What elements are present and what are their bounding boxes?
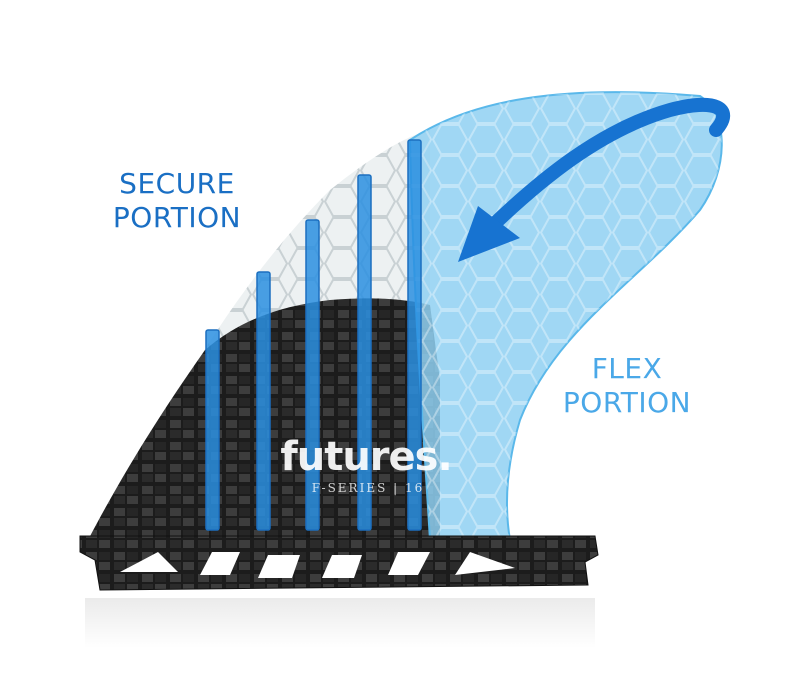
brand-series: F-SERIES | 16 [312,481,425,495]
base-cutout-6 [455,552,515,575]
rod-2 [256,271,271,531]
fin-body [88,91,723,541]
base-cutout-3 [258,555,300,578]
rod-3 [305,219,320,531]
flex-line-2: PORTION [562,386,692,419]
base-cutout-2 [200,552,240,575]
reinforcement-rods [205,139,422,531]
brand-logo: futures. [280,434,451,480]
flex-portion-label: FLEX PORTION [552,352,702,420]
rod-5 [407,139,422,531]
base-cutout-4 [322,555,362,578]
secure-portion-label: SECURE PORTION [112,167,242,235]
fin-reflection [85,598,595,648]
fin-base [79,535,599,591]
flex-hex-texture [410,92,722,540]
base-cutout-1 [120,552,178,572]
rod-4 [357,174,372,531]
base-cutout-5 [388,552,430,575]
rod-1 [205,329,220,531]
secure-line-1: SECURE [119,167,235,200]
curved-arrow-icon [458,97,730,262]
secure-line-2: PORTION [112,201,242,234]
flex-line-1: FLEX [591,352,663,385]
